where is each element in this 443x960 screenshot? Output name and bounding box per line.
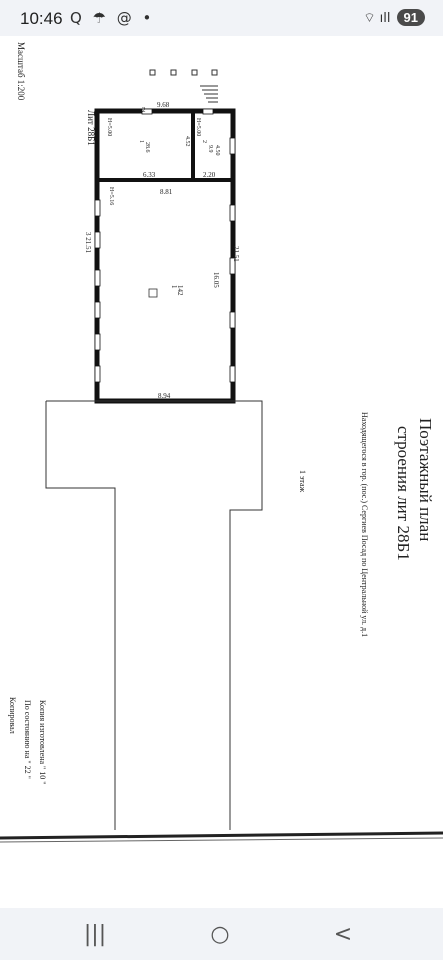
recent-apps-button[interactable]: ||| (75, 920, 115, 948)
back-icon: < (333, 921, 353, 947)
marker-square (191, 69, 198, 76)
status-bar: 10:46 Q ☂ @ • ⌔ ıll 91 (0, 0, 443, 36)
dim-outer-right: 21.51 (232, 246, 240, 262)
address-line: Находящегося в гор. (пос.) Сергиев Посад… (360, 412, 369, 637)
dim-h-room3: Н=5.16 (108, 187, 114, 205)
room2-area: 9.9 (207, 145, 213, 153)
floor-plan-drawing: Масштаб 1:200 Лит 28Б1 (0, 42, 443, 843)
recent-apps-icon: ||| (83, 921, 107, 947)
dim-h-room1: Н=5.00 (106, 118, 112, 136)
status-time: 10:46 (20, 9, 63, 28)
dim-mid-width: 8.81 (160, 188, 173, 196)
dim-bottom-width: 8.94 (158, 392, 171, 400)
room2-number: 2 (201, 140, 207, 143)
marker-square (211, 69, 218, 76)
windows-left (94, 199, 101, 383)
as-of-date: По состоянию на " 22 " (23, 700, 32, 779)
title-line2: строения лит 28Б1 (394, 426, 413, 561)
dim-outer-left: 3 21.51 (84, 232, 92, 254)
lit-label: Лит 28Б1 (86, 110, 96, 146)
window-top (141, 108, 153, 115)
scan-edge-line (0, 837, 443, 843)
stairs-icon (200, 85, 218, 103)
back-button[interactable]: < (323, 920, 363, 948)
dim-room1: 4.52 (184, 136, 190, 147)
dim-inner-right: 2.20 (203, 171, 216, 179)
dim-room3: 16.05 (212, 272, 220, 288)
marker-square (170, 69, 177, 76)
room1-number: 1 (138, 140, 144, 143)
dim-corner: 2 (142, 106, 146, 114)
room3-marker (148, 288, 158, 298)
status-right: ⌔ ıll 91 (363, 9, 425, 26)
marker-square (149, 69, 156, 76)
dim-top-width: 9.68 (157, 101, 170, 109)
title-line1: Поэтажный план (416, 418, 435, 541)
navigation-bar: ||| ○ < (0, 908, 443, 960)
room3-area: 142 (176, 285, 184, 296)
home-button[interactable]: ○ (200, 920, 240, 948)
signal-icon: ⌔ ıll (363, 10, 391, 26)
battery-icon: 91 (396, 9, 425, 26)
room1-area: 28.6 (144, 142, 150, 153)
copied-by: Копировал (8, 697, 17, 734)
dim-h-room2: Н=5.00 (195, 118, 201, 136)
scale-label: Масштаб 1:200 (16, 42, 26, 101)
dim-inner-left: 6.33 (143, 171, 156, 179)
adjacent-building-outline (45, 400, 263, 830)
scan-edge-line (0, 831, 443, 840)
room3-number: 1 (170, 285, 178, 289)
home-icon: ○ (210, 921, 230, 947)
floor-label: 1 этаж (298, 470, 307, 493)
dim-room2: 4.50 (214, 145, 220, 156)
notification-icons: Q ☂ @ • (70, 9, 155, 27)
document-page: Масштаб 1:200 Лит 28Б1 (0, 36, 443, 924)
window-top (202, 108, 214, 115)
copy-made: Копия изготовлена " 10 " (38, 700, 47, 785)
windows-right (229, 137, 236, 383)
building-walls (94, 108, 236, 404)
